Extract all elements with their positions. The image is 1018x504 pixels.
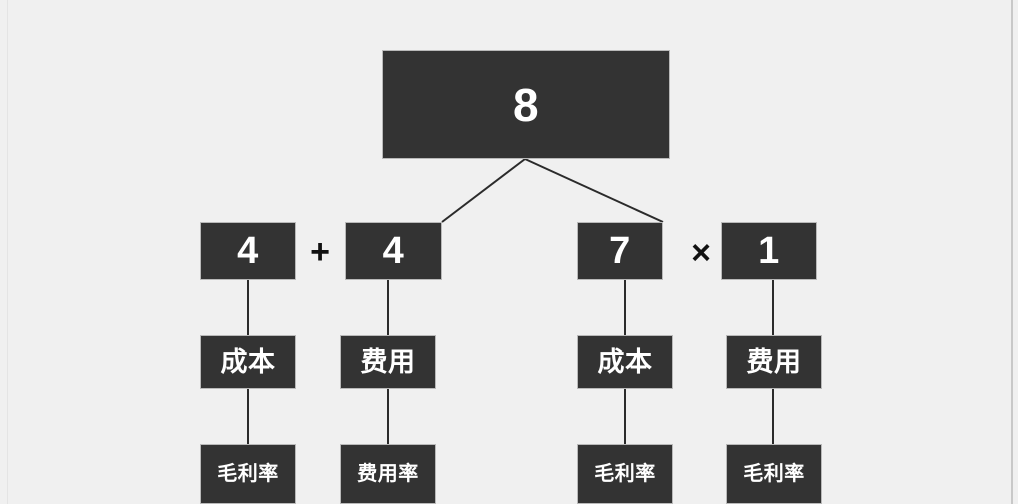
root-node[interactable]: 8	[382, 50, 670, 159]
branch-2-value-node[interactable]: 4	[345, 222, 442, 280]
link-root-to-left-group	[441, 158, 526, 223]
branch-1-term-node[interactable]: 成本	[200, 335, 296, 389]
branch-1-value-node[interactable]: 4	[200, 222, 296, 280]
branch-4-connector-value-term	[772, 280, 774, 335]
branch-2-connector-value-term	[387, 280, 389, 335]
branch-2-term-node[interactable]: 费用	[340, 335, 436, 389]
branch-4-leaf-node[interactable]: 毛利率	[726, 444, 822, 504]
operator-times: ×	[691, 234, 711, 272]
branch-1-connector-value-term	[247, 280, 249, 335]
branch-4-term-node[interactable]: 费用	[726, 335, 822, 389]
link-root-to-right-group	[524, 158, 664, 223]
branch-4-connector-term-leaf	[772, 389, 774, 444]
page-edge-left	[7, 0, 8, 504]
branch-3-leaf-node[interactable]: 毛利率	[577, 444, 673, 504]
branch-2-connector-term-leaf	[387, 389, 389, 444]
page-edge-right	[1011, 0, 1013, 504]
branch-3-connector-value-term	[624, 280, 626, 335]
scroll-gutter[interactable]	[1013, 0, 1018, 504]
operator-plus: +	[310, 233, 330, 271]
branch-4-value-node[interactable]: 1	[721, 222, 817, 280]
branch-1-leaf-node[interactable]: 毛利率	[200, 444, 296, 504]
branch-2-leaf-node[interactable]: 费用率	[340, 444, 436, 504]
branch-3-value-node[interactable]: 7	[577, 222, 663, 280]
branch-3-term-node[interactable]: 成本	[577, 335, 673, 389]
branch-1-connector-term-leaf	[247, 389, 249, 444]
branch-3-connector-term-leaf	[624, 389, 626, 444]
